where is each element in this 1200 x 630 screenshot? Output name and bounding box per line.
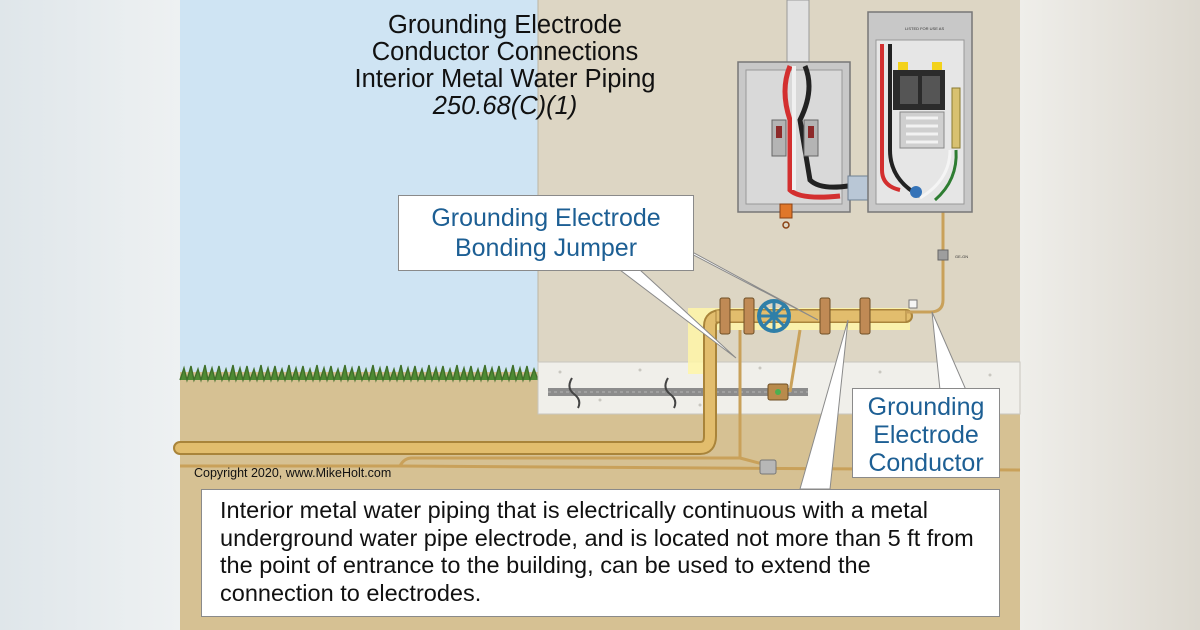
left-margin-band xyxy=(0,0,180,630)
callout-gec-line-2: Electrode xyxy=(873,421,979,449)
callout-bonding-jumper-line-1: Grounding Electrode xyxy=(431,204,661,232)
title-line-3: Interior Metal Water Piping xyxy=(354,65,656,93)
right-margin-band xyxy=(1020,0,1200,630)
copyright-notice: Copyright 2020, www.MikeHolt.com xyxy=(194,466,392,480)
grass-strip xyxy=(179,364,539,383)
panelboard-icon: LISTED FOR USE AS xyxy=(867,11,973,213)
water-valve-icon xyxy=(757,299,791,333)
callout-bonding-jumper: Grounding Electrode Bonding Jumper xyxy=(398,195,694,271)
title-line-2: Conductor Connections xyxy=(371,38,639,66)
description-box: Interior metal water piping that is elec… xyxy=(201,489,1000,617)
callout-bonding-jumper-line-2: Bonding Jumper xyxy=(454,234,638,262)
meter-socket-icon xyxy=(737,61,851,229)
callout-electrode-conductor: Grounding Electrode Conductor xyxy=(852,388,1000,478)
svg-text:LISTED FOR USE AS: LISTED FOR USE AS xyxy=(905,26,944,31)
sky-area xyxy=(180,0,538,372)
description-text: Interior metal water piping that is elec… xyxy=(220,497,974,606)
callout-pointers xyxy=(618,239,967,490)
callout-gec-line-1: Grounding xyxy=(867,393,985,421)
service-mast xyxy=(786,0,810,65)
svg-text:GE-GN: GE-GN xyxy=(955,254,968,259)
rebar-electrode-icon xyxy=(548,388,808,396)
code-reference: 250.68(C)(1) xyxy=(432,92,578,120)
ground-clamp-icon xyxy=(719,297,871,335)
callout-gec-line-3: Conductor xyxy=(868,449,984,477)
diagram-title: Grounding Electrode Conductor Connection… xyxy=(300,12,710,120)
title-line-1: Grounding Electrode xyxy=(388,11,622,39)
